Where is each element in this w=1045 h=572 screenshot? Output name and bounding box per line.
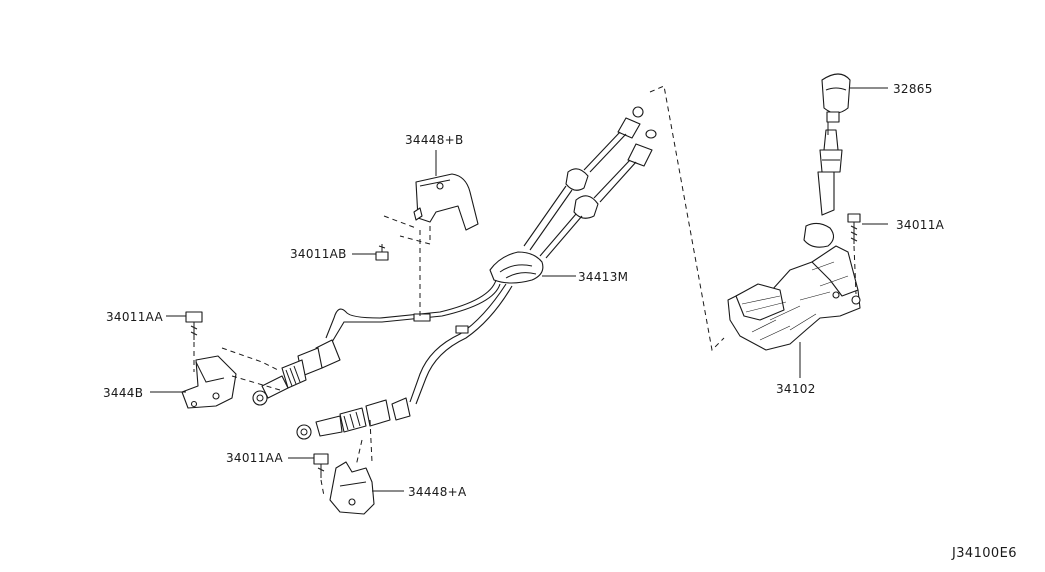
bracket-left-dashed (221, 347, 281, 391)
bolt-aa-upper (166, 311, 203, 372)
bolt-ab (352, 244, 389, 261)
bracket-b-dashed (383, 215, 431, 318)
label-34011aa-upper: 34011AA (106, 310, 164, 324)
bolt-right (847, 213, 888, 295)
label-34448a: 34448+A (408, 485, 467, 499)
bracket-a-dashed (355, 419, 373, 467)
bracket-b (413, 150, 479, 231)
bolt-aa-lower (288, 453, 329, 497)
shift-lever (803, 122, 843, 248)
bracket-left (150, 355, 237, 409)
label-34011a: 34011A (896, 218, 945, 232)
bracket-a (329, 461, 404, 515)
label-34448b: 34448+B (405, 133, 464, 147)
control-device-housing (727, 245, 861, 378)
label-34011aa-lower: 34011AA (226, 451, 284, 465)
label-34011ab: 34011AB (290, 247, 347, 261)
connection-dashed-lines (649, 85, 725, 352)
left-cable-end-lower (296, 397, 411, 440)
left-cable-end-upper (252, 339, 341, 406)
cable-upper-ends (565, 106, 657, 219)
label-32865: 32865 (893, 82, 933, 96)
shift-knob (821, 73, 888, 123)
grommet (489, 251, 576, 284)
label-34413m: 34413M (578, 270, 628, 284)
label-3444b: 3444B (103, 386, 143, 400)
cable-lower (325, 279, 513, 405)
label-34102: 34102 (776, 382, 816, 396)
diagram-code: J34100E6 (951, 546, 1017, 561)
cable-wires (523, 131, 637, 259)
